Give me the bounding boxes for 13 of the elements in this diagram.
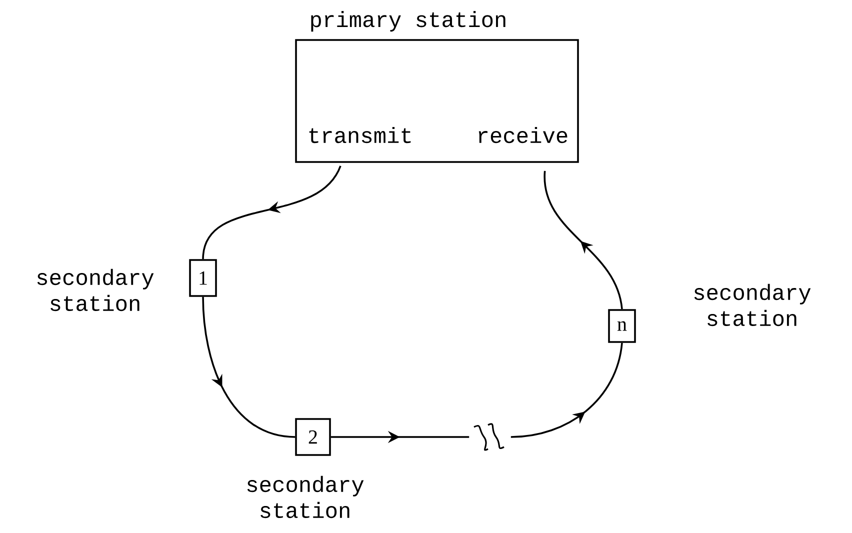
node-label: primary station — [311, 11, 506, 32]
arrow — [202, 165, 342, 260]
station-box: primary station transmit receive — [295, 11, 579, 163]
station-box: 1 — [189, 259, 217, 297]
break-mark — [474, 423, 504, 451]
station-label: secondary station — [37, 268, 154, 312]
arrow — [510, 342, 623, 438]
station-label: secondary station — [694, 284, 811, 326]
arrow — [544, 170, 623, 310]
station-box: 2 — [295, 418, 331, 456]
arrow — [202, 296, 296, 438]
station-label: secondary station — [247, 476, 364, 518]
station-box: n — [608, 309, 636, 343]
